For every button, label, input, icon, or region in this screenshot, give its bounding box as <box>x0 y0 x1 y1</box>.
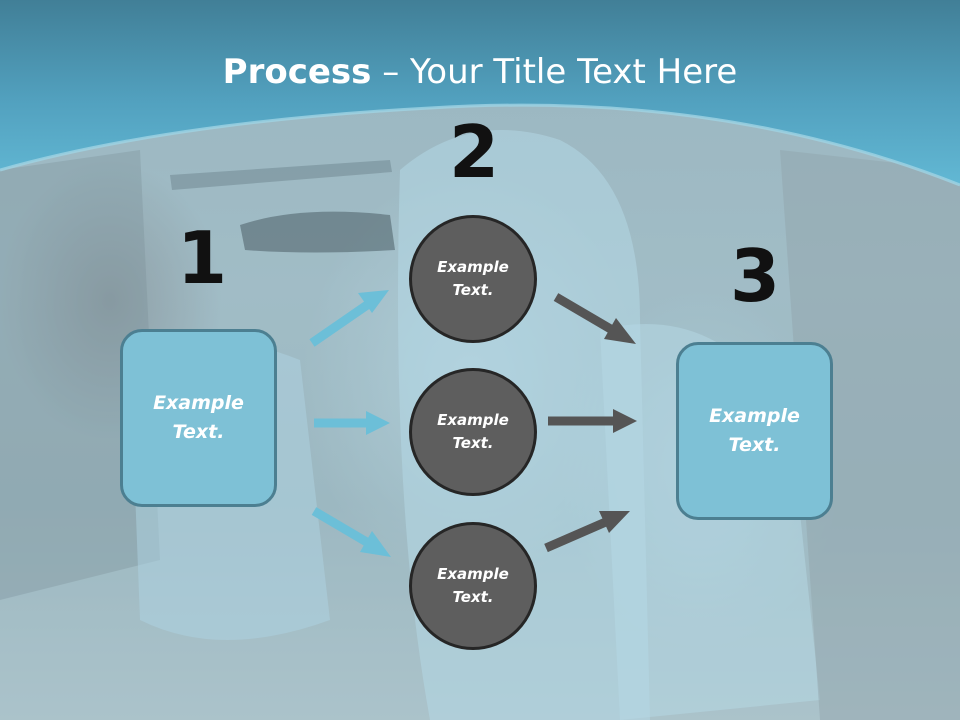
right-box[interactable]: Example Text. <box>676 342 833 520</box>
arrow-bottom-to-right <box>544 511 630 553</box>
circle-top[interactable]: Example Text. <box>409 215 537 343</box>
circle-middle-text: Example Text. <box>437 411 509 452</box>
header-banner <box>0 0 960 187</box>
circle-bottom[interactable]: Example Text. <box>409 522 537 650</box>
left-box-text: Example Text. <box>153 392 244 443</box>
step-number-2: 2 <box>449 110 500 194</box>
step-number-1: 1 <box>177 216 228 300</box>
circle-top-text: Example Text. <box>437 258 509 299</box>
arrow-middle-to-right <box>548 409 637 433</box>
title-bold: Process <box>222 52 372 92</box>
step-number-3: 3 <box>730 234 781 318</box>
arrow-left-to-middle <box>314 411 390 435</box>
title-separator: – <box>371 52 411 92</box>
arrow-left-to-top <box>309 290 389 347</box>
right-box-text: Example Text. <box>709 405 800 456</box>
page-title: Process – Your Title Text Here <box>0 52 960 92</box>
arrow-top-to-right <box>553 293 636 344</box>
circle-bottom-text: Example Text. <box>437 565 509 606</box>
title-text: Your Title Text Here <box>410 52 738 92</box>
left-box[interactable]: Example Text. <box>120 329 277 507</box>
circle-middle[interactable]: Example Text. <box>409 368 537 496</box>
arrow-left-to-bottom <box>311 507 391 557</box>
